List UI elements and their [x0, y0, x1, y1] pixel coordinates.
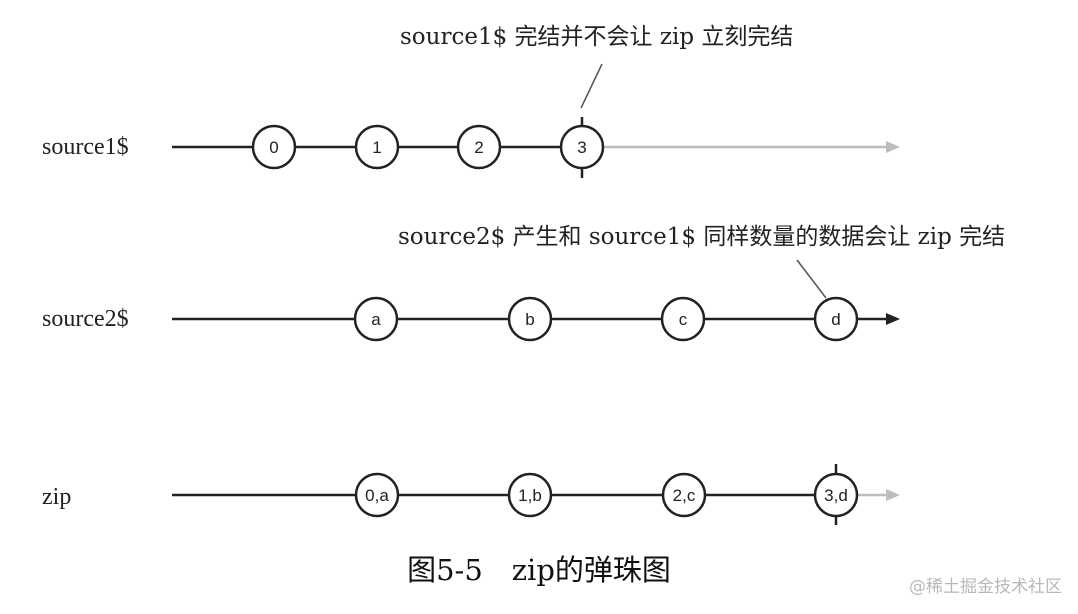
row-label-source1: source1$ — [42, 134, 129, 160]
marble-zip-0a: 0,a — [354, 472, 400, 518]
marble-zip-3d: 3,d — [813, 472, 859, 518]
marble-label: b — [525, 310, 534, 329]
marble-label: 3 — [577, 138, 586, 157]
marble-label: 0 — [269, 138, 278, 157]
marble-label: 0,a — [365, 486, 389, 505]
arrow-head-zip — [886, 489, 900, 501]
marble-source1-2: 2 — [456, 124, 502, 170]
marble-source2-c: c — [660, 296, 706, 342]
watermark: @稀土掘金技术社区 — [909, 577, 1062, 597]
row-source2: source2$ a b c d — [42, 296, 900, 342]
marble-source2-d: d — [813, 296, 859, 342]
marble-label: 2,c — [673, 486, 696, 505]
row-label-source2: source2$ — [42, 306, 129, 332]
annotation-pointer-2 — [796, 259, 827, 299]
arrow-head-source2 — [886, 313, 900, 325]
marble-zip-1b: 1,b — [507, 472, 553, 518]
marble-source1-0: 0 — [251, 124, 297, 170]
marble-label: 1 — [372, 138, 381, 157]
marble-source2-a: a — [353, 296, 399, 342]
row-zip: zip 0,a 1,b 2,c 3,d — [42, 464, 900, 525]
figure-caption: 图5-5 zip的弹珠图 — [407, 553, 671, 587]
marble-source2-b: b — [507, 296, 553, 342]
row-label-zip: zip — [42, 484, 71, 510]
marble-label: 1,b — [518, 486, 542, 505]
marble-zip-2c: 2,c — [661, 472, 707, 518]
marble-label: 3,d — [824, 486, 848, 505]
marble-source1-1: 1 — [354, 124, 400, 170]
marble-label: 2 — [474, 138, 483, 157]
marble-label: d — [831, 310, 840, 329]
marble-source1-3: 3 — [559, 124, 605, 170]
marble-label: a — [371, 310, 381, 329]
annotation-pointer-1 — [580, 63, 603, 109]
annotation-source1-complete: source1$ 完结并不会让 zip 立刻完结 — [400, 24, 793, 50]
annotation-source2-zip-complete: source2$ 产生和 source1$ 同样数量的数据会让 zip 完结 — [398, 224, 1005, 250]
row-source1: source1$ 0 1 2 3 — [42, 117, 900, 178]
arrow-head-source1 — [886, 141, 900, 153]
marble-label: c — [679, 310, 688, 329]
